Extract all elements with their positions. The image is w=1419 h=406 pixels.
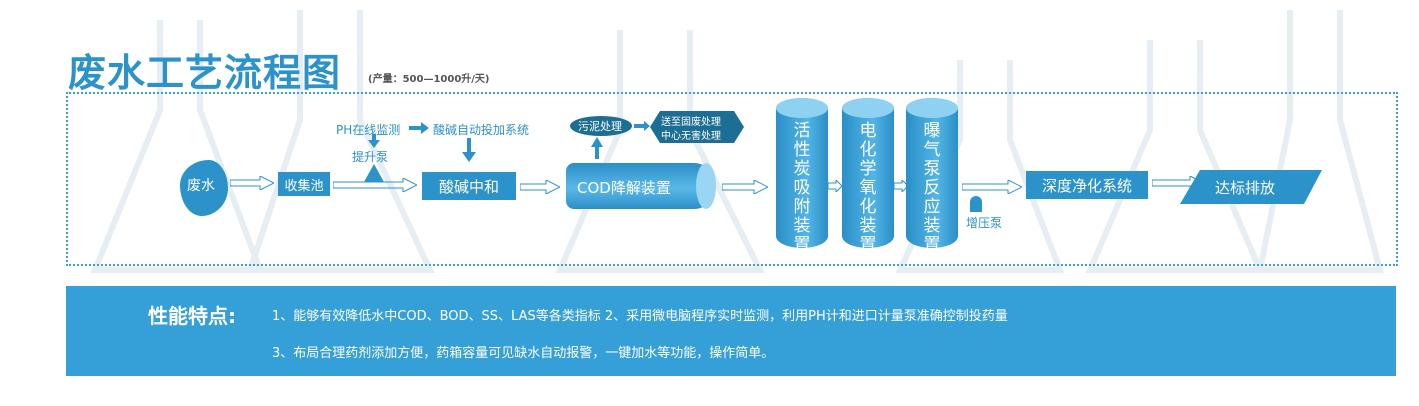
aeration-label: 曝气泵反应装置 [923,121,941,255]
cod-unit-label: COD降解装置 [577,179,671,197]
lift-pump-label: 提升泵 [352,150,389,164]
arrow-to-neutralization [333,178,417,192]
solid-waste-label-2: 中心无害处理 [661,131,721,142]
activated-carbon-label: 活性炭吸附装置 [793,121,811,255]
acid-base-dosing-label: 酸碱自动投加系统 [433,123,530,137]
electrochemical-label: 电化学氧化装置 [859,121,877,255]
arrow-to-collection [230,176,274,190]
features-line-1: 1、能够有效降低水中COD、BOD、SS、LAS等各类指标 2、采用微电脑程序实… [272,309,1008,324]
arrow-carbon-to-electro [828,180,842,192]
aeration-unit: 曝气泵反应装置 [906,98,958,255]
arrow-dosing-down [462,138,476,162]
arrow-sludge-to-solid-waste [634,121,650,131]
deep-purification-box: 深度净化系统 [1026,171,1148,199]
cod-unit-cap [696,163,716,209]
features-panel [66,286,1396,376]
cod-unit [566,163,716,209]
discharge-label: 达标排放 [1215,179,1276,197]
solid-waste-label-1: 送至固废处理 [661,117,721,128]
lift-pump-icon [364,164,384,182]
page-title: 废水工艺流程图 [68,51,342,95]
arrow-to-purification [962,180,1022,194]
arrow-monitor-to-pump [368,134,380,148]
discharge-node [1180,170,1322,204]
process-frame [66,92,1398,266]
arrow-electro-to-aeration [894,180,908,192]
sludge-label: 污泥处理 [578,120,622,133]
features-line-2: 3、布局合理药剂添加方便，药箱容量可见缺水自动报警，一键加水等功能，操作简单。 [272,346,775,361]
arrow-cod-to-sludge [591,137,603,159]
neutralization-box: 酸碱中和 [422,172,516,200]
booster-pump-icon [970,196,982,212]
ph-monitor-label: PH在线监测 [336,123,401,137]
electrochemical-unit: 电化学氧化装置 [842,98,894,255]
sludge-node [570,116,632,136]
collection-tank: 收集池 [278,172,330,196]
arrow-to-carbon [722,180,768,194]
wastewater-label: 废水 [187,178,215,194]
capacity-subtitle: (产量：500—1000升/天) [368,74,490,85]
booster-pump-label: 增压泵 [966,216,1003,230]
arrow-monitor-to-dosing [409,122,429,134]
solid-waste-node [650,111,744,143]
arrow-to-cod [520,180,560,194]
wastewater-node [180,160,228,216]
activated-carbon-unit: 活性炭吸附装置 [776,98,828,255]
features-heading: 性能特点: [148,304,236,328]
